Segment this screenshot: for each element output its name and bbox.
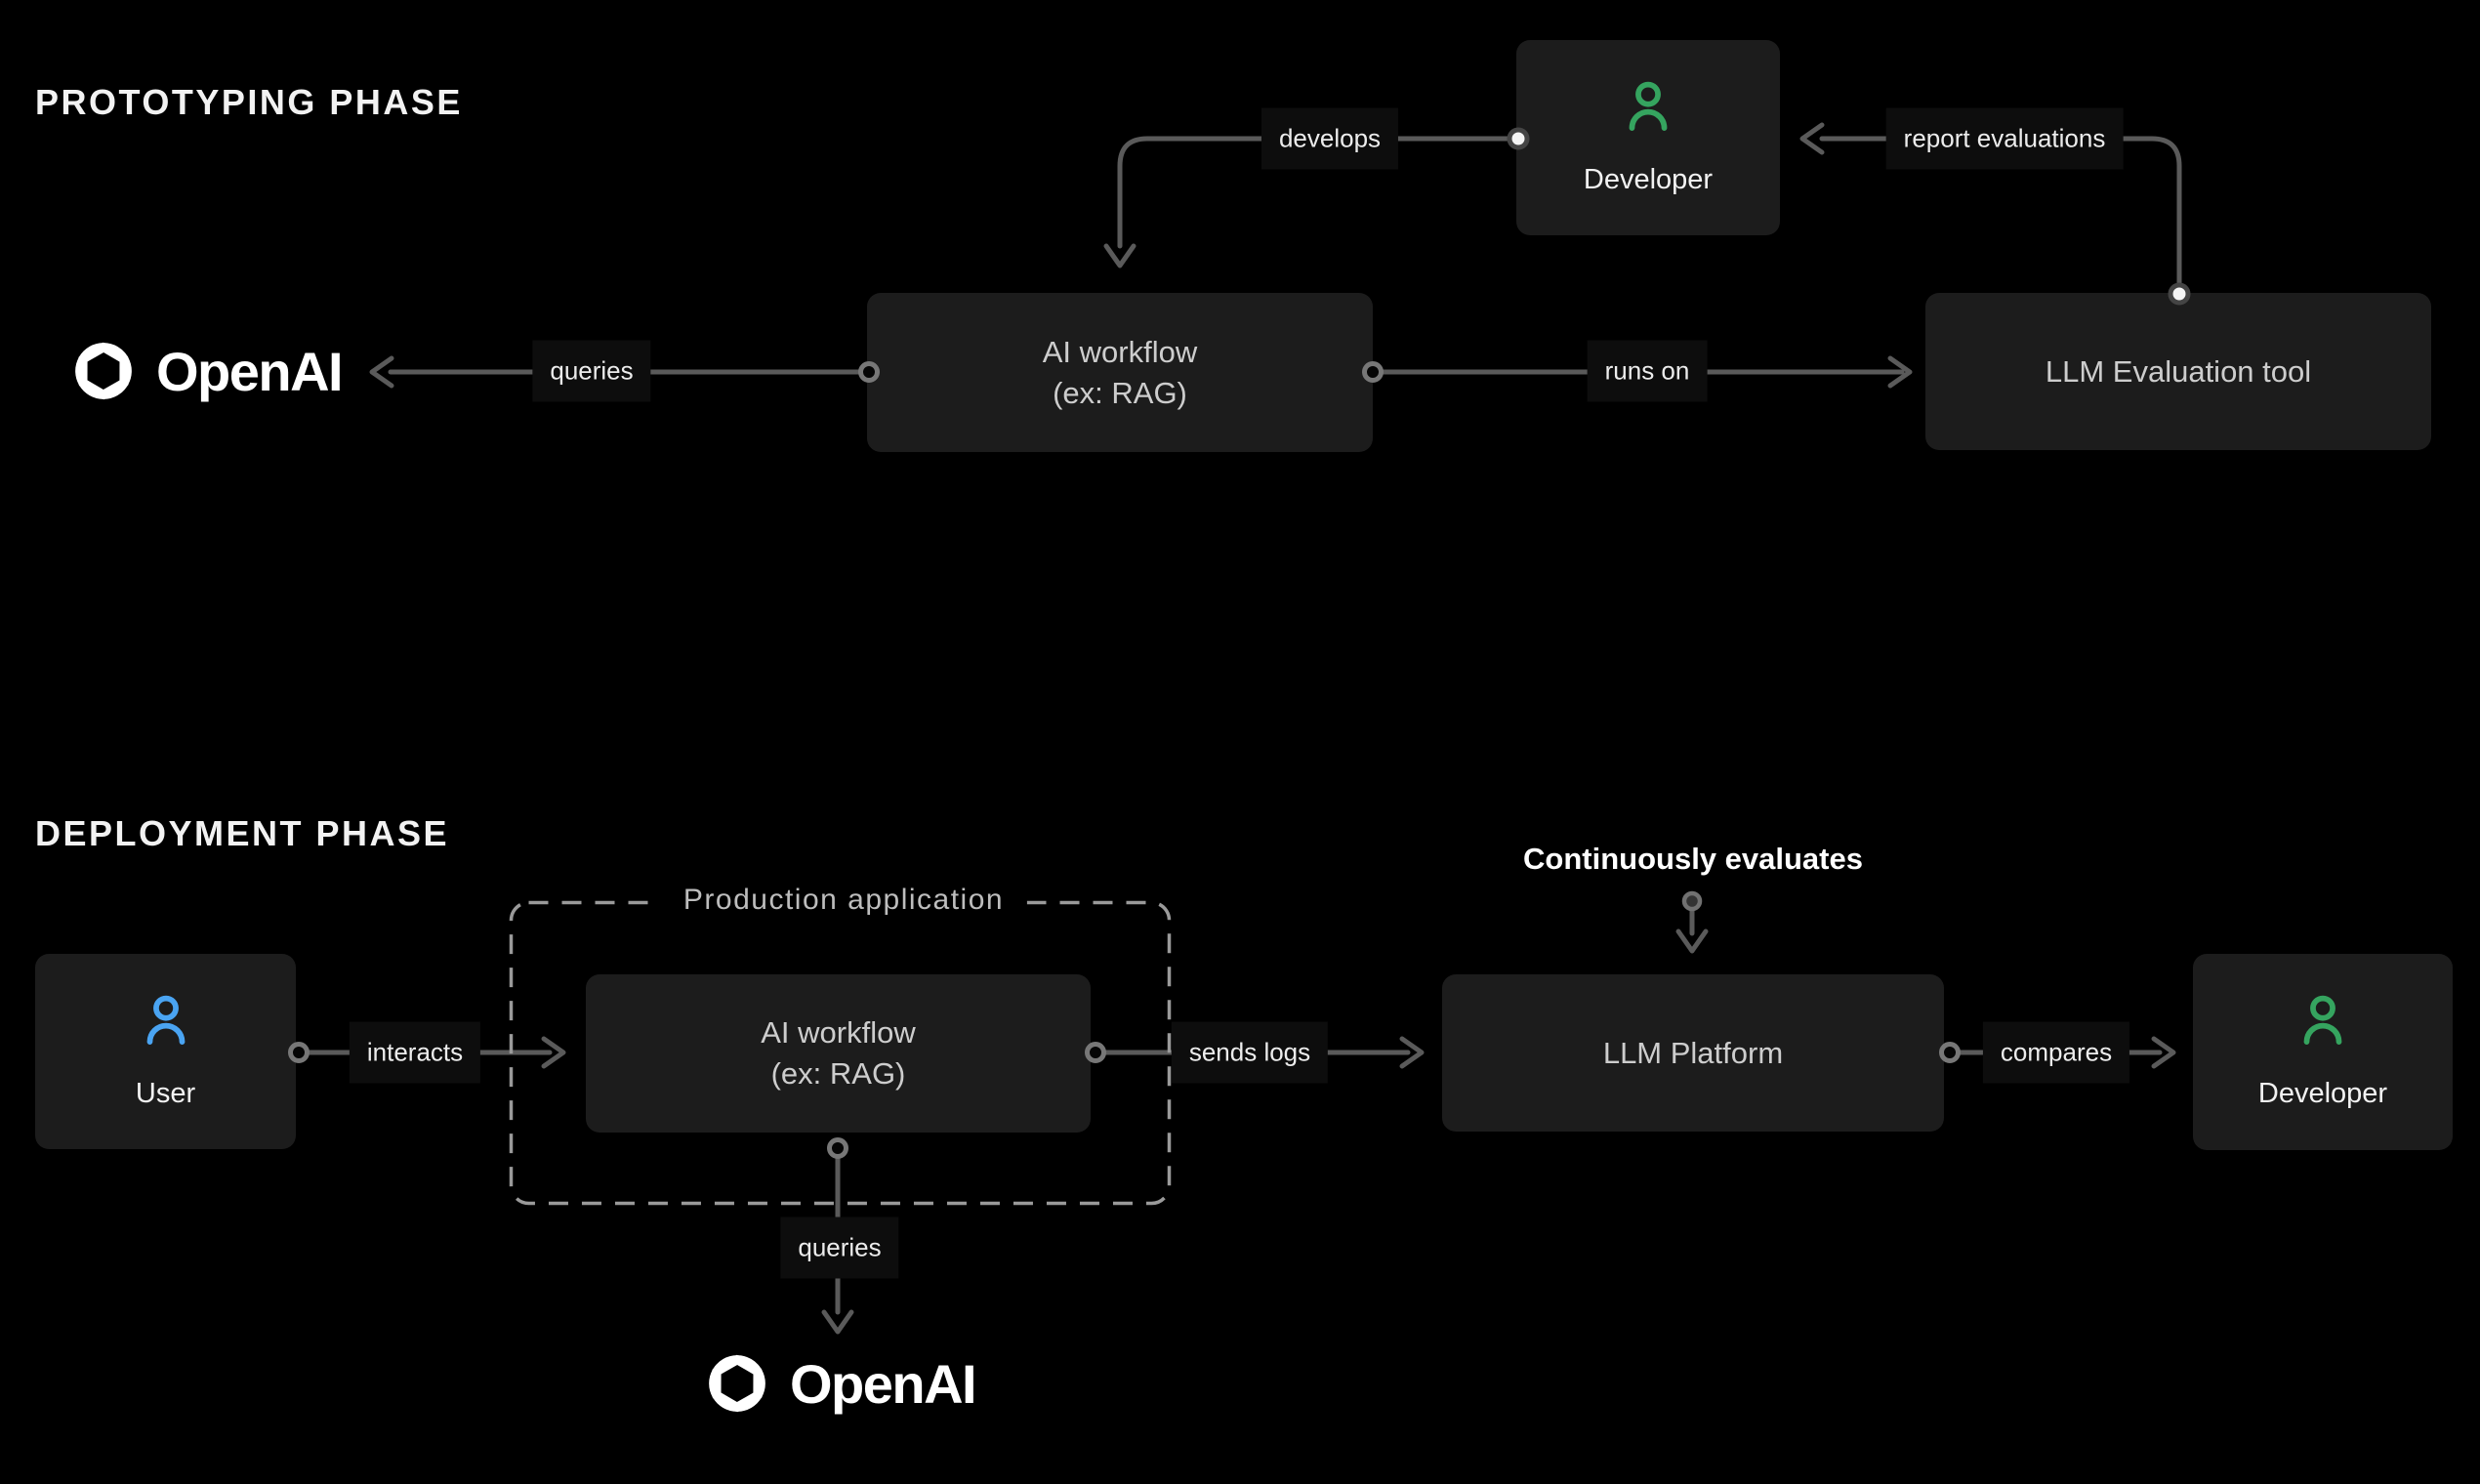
node-user: User xyxy=(35,954,296,1149)
arrowhead-left-report-evaluations xyxy=(1799,122,1825,155)
openai-logo-deployment: OpenAI xyxy=(699,1345,977,1422)
edge-label-sends-logs: sends logs xyxy=(1171,1021,1329,1084)
node-label: AI workflow xyxy=(1042,334,1198,369)
node-label: LLM Evaluation tool xyxy=(2045,353,2312,389)
arrowhead-right-sends-logs xyxy=(1399,1036,1425,1069)
openai-wordmark: OpenAI xyxy=(790,1352,977,1415)
node-llm-evaluation-tool: LLM Evaluation tool xyxy=(1925,293,2431,450)
node-label: Developer xyxy=(2257,1078,2388,1109)
edge-label-interacts: interacts xyxy=(349,1021,481,1084)
connector-dot-dark xyxy=(1681,890,1703,912)
node-developer-deployment: Developer xyxy=(2193,954,2453,1150)
openai-wordmark: OpenAI xyxy=(156,340,344,402)
connector-ring xyxy=(1939,1042,1961,1063)
continuously-evaluates-annotation: Continuously evaluates xyxy=(1523,842,1863,876)
openai-logo-prototyping: OpenAI xyxy=(65,333,344,409)
node-sublabel: (ex: RAG) xyxy=(1053,375,1187,410)
deployment-phase-title: DEPLOYMENT PHASE xyxy=(35,813,450,853)
connector-ring xyxy=(827,1137,848,1159)
prototyping-phase-title: PROTOTYPING PHASE xyxy=(35,82,463,122)
node-developer-prototyping: Developer xyxy=(1516,40,1780,235)
node-label: User xyxy=(135,1077,196,1109)
arrowhead-right-interacts xyxy=(541,1036,566,1069)
user-person-icon xyxy=(146,995,185,1045)
node-ai-workflow-prototyping: AI workflow (ex: RAG) xyxy=(867,293,1373,452)
openai-icon xyxy=(709,1354,765,1413)
edge-label-queries-deployment: queries xyxy=(780,1216,899,1279)
arrowhead-down-continuously-evaluates xyxy=(1675,928,1709,954)
developer-person-icon xyxy=(1629,81,1668,131)
node-llm-platform: LLM Platform xyxy=(1442,974,1944,1132)
production-application-label: Production application xyxy=(659,884,1028,917)
arrowhead-down-queries-deployment xyxy=(821,1309,854,1335)
edge-label-report-evaluations: report evaluations xyxy=(1885,107,2124,170)
arrowhead-right-compares xyxy=(2151,1036,2176,1069)
arrowhead-left-queries-prototyping xyxy=(369,355,394,389)
developer-person-icon xyxy=(2303,995,2342,1045)
edge-label-compares: compares xyxy=(1982,1021,2130,1084)
edge-label-develops: develops xyxy=(1261,107,1399,170)
arrowhead-right-runs-on xyxy=(1887,355,1913,389)
node-label: LLM Platform xyxy=(1602,1035,1784,1070)
node-sublabel: (ex: RAG) xyxy=(770,1056,906,1091)
openai-icon xyxy=(75,342,132,400)
node-ai-workflow-deployment: AI workflow (ex: RAG) xyxy=(586,974,1091,1133)
edge-label-runs-on: runs on xyxy=(1587,340,1708,402)
arrowhead-down-develops xyxy=(1103,243,1137,268)
node-label: Developer xyxy=(1583,163,1714,195)
edge-label-queries-prototyping: queries xyxy=(532,340,651,402)
node-label: AI workflow xyxy=(761,1015,916,1050)
